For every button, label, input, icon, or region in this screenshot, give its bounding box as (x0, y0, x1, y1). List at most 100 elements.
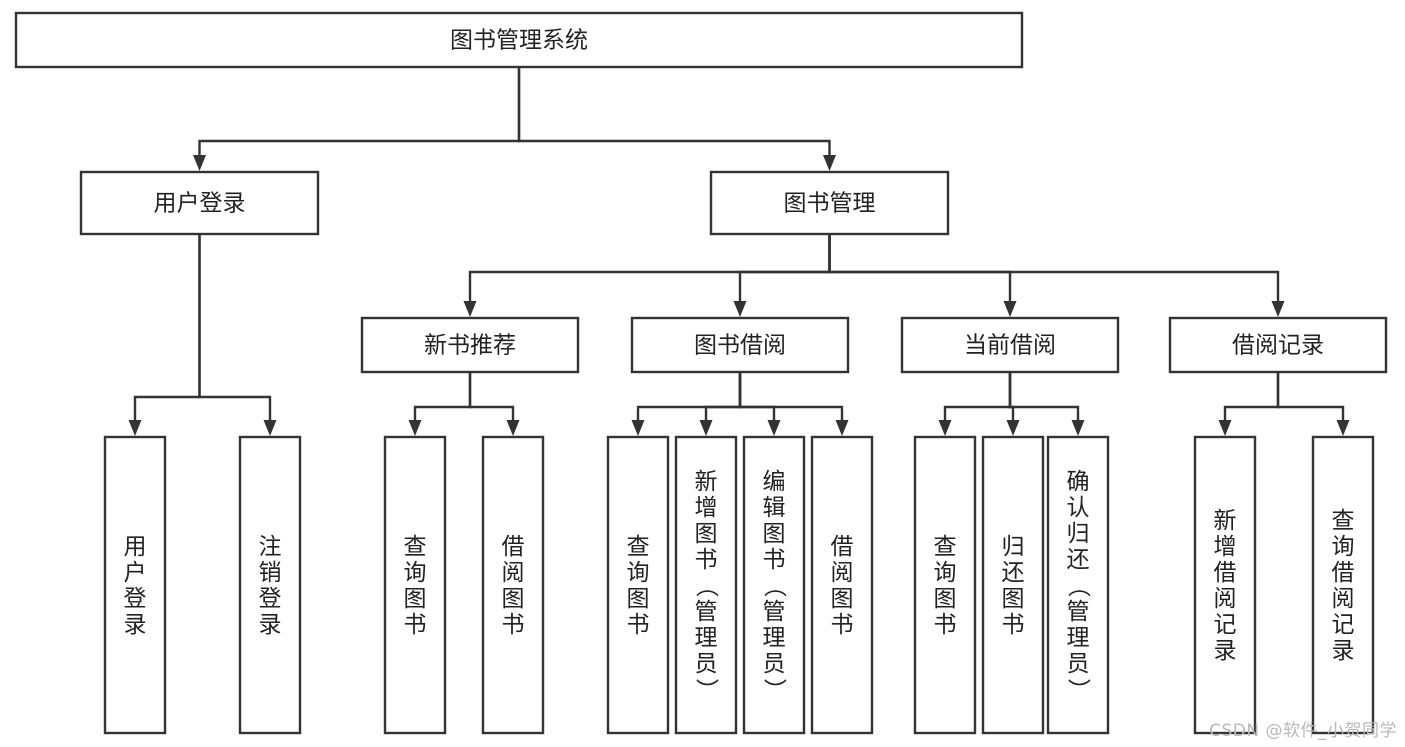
node-label-char: 图 (763, 521, 786, 547)
node-box-leaf-rec-query[interactable] (383, 435, 447, 735)
node-label-char: 询 (934, 560, 957, 586)
node-label-root: 图书管理系统 (450, 28, 588, 54)
node-box-leaf-cur-confirm[interactable] (1046, 435, 1110, 735)
node-label-char: 辑 (763, 495, 786, 521)
node-root[interactable]: 图书管理系统 (14, 11, 1024, 69)
node-label-char: 认 (1067, 495, 1090, 521)
node-label-char: 书 (763, 547, 786, 573)
node-box-leaf-borrow-add[interactable] (674, 435, 738, 735)
node-box-book-borrow[interactable] (630, 316, 850, 374)
node-box-leaf-rec-borrow[interactable] (481, 435, 545, 735)
node-borrow-record[interactable]: 借阅记录 (1168, 316, 1388, 374)
node-label-char: 编 (763, 469, 786, 495)
node-label-char: 录 (124, 612, 147, 638)
arrow-head-icon (1218, 420, 1232, 436)
node-label-char: 员 (1067, 651, 1090, 677)
node-label-char: 书 (831, 612, 854, 638)
arrow-head-icon (733, 301, 747, 317)
arrow-head-icon (463, 301, 477, 317)
node-label-char: 还 (1002, 560, 1025, 586)
connector-book-borrow-to-leaf-borrow-add (699, 370, 742, 436)
node-label-char: 图 (934, 586, 957, 612)
node-label-char: 询 (1332, 534, 1355, 560)
node-label-char: 借 (1214, 560, 1237, 586)
node-label-char: 阅 (1214, 586, 1237, 612)
node-label-char: 书 (1002, 612, 1025, 638)
node-label-char: 理 (763, 625, 786, 651)
node-box-leaf-rec-search[interactable] (1311, 435, 1375, 735)
node-box-leaf-cur-return[interactable] (981, 435, 1045, 735)
node-label-char: ） (1065, 678, 1091, 701)
node-label-char: 书 (695, 547, 718, 573)
connector-current-borrow-to-leaf-cur-return (1006, 370, 1020, 436)
node-label-char: ） (761, 678, 787, 701)
node-box-root[interactable] (14, 11, 1024, 69)
node-layer: 图书管理系统用户登录图书管理新书推荐图书借阅当前借阅借阅记录用户登录注销登录查询… (14, 11, 1388, 735)
connector-user-login-to-leaf-user-logout (198, 232, 277, 436)
node-new-book-rec[interactable]: 新书推荐 (360, 316, 580, 374)
node-box-leaf-user-login[interactable] (103, 435, 167, 735)
node-box-leaf-borrow-query[interactable] (606, 435, 670, 735)
node-label-char: 图 (627, 586, 650, 612)
node-label-new-book-rec: 新书推荐 (424, 333, 516, 359)
node-label-char: 借 (831, 534, 854, 560)
connector-borrow-record-to-leaf-rec-add (1218, 370, 1280, 436)
node-book-borrow[interactable]: 图书借阅 (630, 316, 850, 374)
arrow-head-icon (506, 420, 520, 436)
node-label-char: 录 (1332, 638, 1355, 664)
node-label-current-borrow: 当前借阅 (964, 333, 1056, 359)
node-box-user-login[interactable] (79, 170, 320, 236)
node-label-char: 确 (1067, 469, 1090, 495)
connector-new-book-rec-to-leaf-rec-query (408, 370, 472, 436)
node-label-char: 理 (1067, 625, 1090, 651)
node-label-char: 记 (1332, 612, 1355, 638)
node-label-user-login: 用户登录 (154, 191, 246, 217)
node-book-manage[interactable]: 图书管理 (709, 170, 950, 236)
arrow-head-icon (631, 420, 645, 436)
node-label-char: 书 (627, 612, 650, 638)
node-box-leaf-user-logout[interactable] (238, 435, 302, 735)
node-label-book-borrow: 图书借阅 (694, 333, 786, 359)
connector-current-borrow-to-leaf-cur-query (938, 370, 1012, 436)
node-box-leaf-borrow-edit[interactable] (742, 435, 806, 735)
node-box-borrow-record[interactable] (1168, 316, 1388, 374)
node-current-borrow[interactable]: 当前借阅 (900, 316, 1120, 374)
node-box-leaf-rec-add[interactable] (1193, 435, 1257, 735)
node-label-char: 询 (627, 560, 650, 586)
arrow-head-icon (699, 420, 713, 436)
node-label-char: 查 (404, 534, 427, 560)
node-label-char: 新 (1214, 508, 1237, 534)
arrow-head-icon (408, 420, 422, 436)
arrow-head-icon (128, 420, 142, 436)
node-label-char: 图 (831, 586, 854, 612)
node-box-leaf-borrow-lend[interactable] (810, 435, 874, 735)
node-box-leaf-cur-query[interactable] (913, 435, 977, 735)
node-box-current-borrow[interactable] (900, 316, 1120, 374)
node-leaf-user-login[interactable]: 用户登录 (103, 435, 167, 735)
arrow-head-icon (1071, 420, 1085, 436)
node-label-char: 注 (259, 534, 282, 560)
connector-book-manage-to-new-book-rec (463, 232, 831, 317)
node-label-char: 阅 (1332, 586, 1355, 612)
connector-book-manage-to-borrow-record (828, 232, 1285, 317)
connector-current-borrow-to-leaf-cur-confirm (1008, 370, 1085, 436)
node-label-char: 增 (695, 495, 718, 521)
node-box-new-book-rec[interactable] (360, 316, 580, 374)
node-box-book-manage[interactable] (709, 170, 950, 236)
node-label-char: 查 (934, 534, 957, 560)
node-label-char: ） (693, 678, 719, 701)
node-user-login[interactable]: 用户登录 (79, 170, 320, 236)
